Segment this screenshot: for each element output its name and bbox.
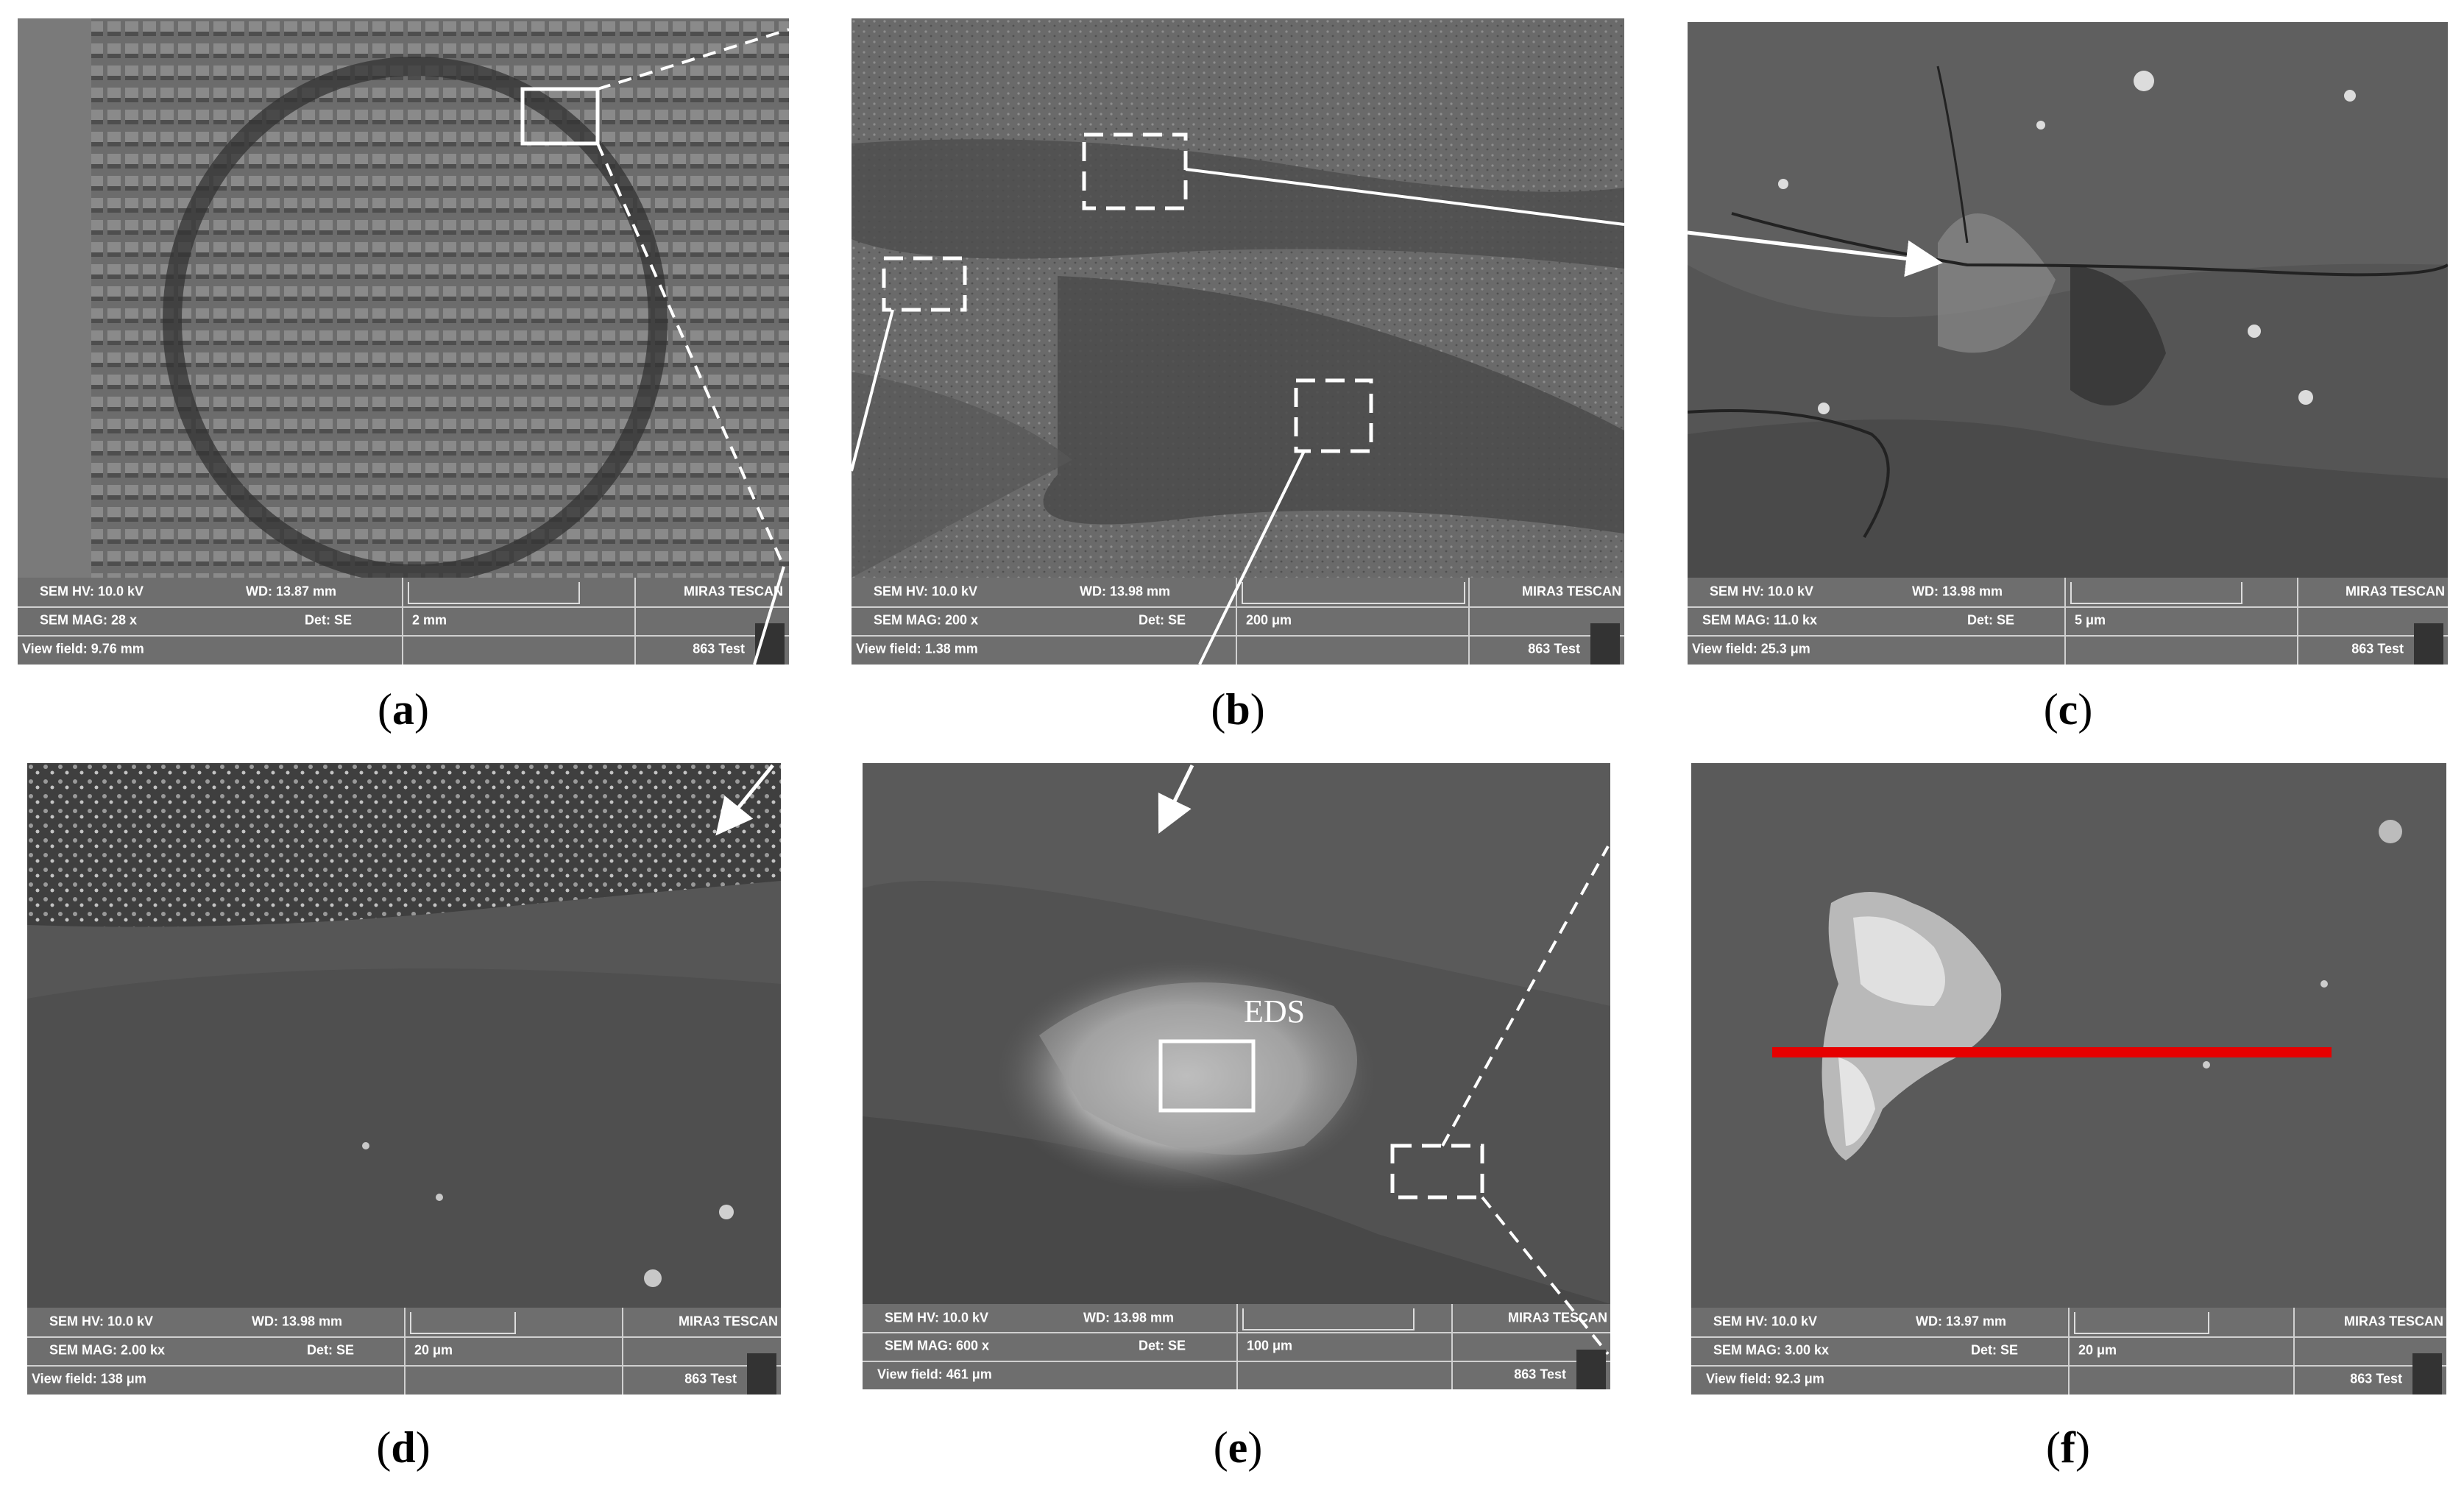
sem-panel-c: SEM HV: 10.0 kV WD: 13.98 mm MIRA3 TESCA… bbox=[1688, 22, 2448, 665]
test-label: 863 Test bbox=[1514, 1367, 1566, 1382]
sem-panel-a: SEM HV: 10.0 kV WD: 13.87 mm MIRA3 TESCA… bbox=[18, 18, 789, 665]
mag-label: SEM MAG: 28 x bbox=[40, 612, 138, 628]
scale-label: 2 mm bbox=[412, 612, 447, 628]
brand-label: MIRA3 TESCAN bbox=[2345, 584, 2445, 599]
view-field-label: View field: 25.3 μm bbox=[1692, 641, 1810, 656]
brand-label: MIRA3 TESCAN bbox=[1507, 1310, 1607, 1325]
view-field-label: View field: 461 μm bbox=[877, 1367, 992, 1382]
brand-label: MIRA3 TESCAN bbox=[1521, 584, 1621, 599]
eds-label: EDS bbox=[1244, 993, 1306, 1030]
wd-label: WD: 13.98 mm bbox=[1912, 584, 2003, 599]
brand-label: MIRA3 TESCAN bbox=[678, 1314, 778, 1329]
scale-bar bbox=[2070, 582, 2242, 604]
wd-label: WD: 13.98 mm bbox=[1083, 1310, 1175, 1325]
caption-e: (e) bbox=[1213, 1423, 1263, 1472]
sem-image-c bbox=[1688, 22, 2448, 578]
det-label: Det: SE bbox=[1971, 1342, 2019, 1358]
mag-label: SEM MAG: 600 x bbox=[885, 1338, 990, 1353]
sem-panel-b: SEM HV: 10.0 kV WD: 13.98 mm MIRA3 TESCA… bbox=[852, 18, 1624, 665]
det-label: Det: SE bbox=[307, 1342, 355, 1358]
sem-image-f bbox=[1691, 763, 2446, 1308]
scale-bar bbox=[408, 582, 580, 604]
test-label: 863 Test bbox=[684, 1371, 737, 1386]
test-label: 863 Test bbox=[2351, 641, 2404, 656]
caption-c: (c) bbox=[2043, 685, 2093, 734]
test-label: 863 Test bbox=[2350, 1371, 2402, 1386]
view-field-label: View field: 138 μm bbox=[32, 1371, 146, 1386]
wd-label: WD: 13.87 mm bbox=[246, 584, 337, 599]
mag-label: SEM MAG: 2.00 kx bbox=[49, 1342, 166, 1358]
mag-label: SEM MAG: 11.0 kx bbox=[1702, 612, 1818, 628]
hv-label: SEM HV: 10.0 kV bbox=[874, 584, 978, 599]
view-field-label: View field: 92.3 μm bbox=[1706, 1371, 1824, 1386]
info-bar-e: SEM HV: 10.0 kV WD: 13.98 mm MIRA3 TESCA… bbox=[863, 1304, 1610, 1389]
brand-label: MIRA3 TESCAN bbox=[683, 584, 783, 599]
info-bar-b: SEM HV: 10.0 kV WD: 13.98 mm MIRA3 TESCA… bbox=[852, 578, 1624, 665]
caption-a: (a) bbox=[378, 685, 429, 734]
test-label: 863 Test bbox=[693, 641, 745, 656]
mag-label: SEM MAG: 200 x bbox=[874, 612, 979, 628]
scale-label: 100 μm bbox=[1247, 1338, 1293, 1353]
info-bar-d: SEM HV: 10.0 kV WD: 13.98 mm MIRA3 TESCA… bbox=[27, 1308, 781, 1395]
tescan-logo bbox=[755, 623, 785, 665]
scale-bar bbox=[410, 1312, 516, 1334]
view-field-label: View field: 1.38 mm bbox=[856, 641, 978, 656]
wd-label: WD: 13.98 mm bbox=[252, 1314, 343, 1329]
sem-panel-d: SEM HV: 10.0 kV WD: 13.98 mm MIRA3 TESCA… bbox=[27, 763, 781, 1395]
test-label: 863 Test bbox=[1528, 641, 1580, 656]
sem-image-b bbox=[852, 18, 1624, 578]
scale-label: 20 μm bbox=[414, 1342, 453, 1358]
tescan-logo bbox=[747, 1353, 776, 1395]
sem-image-d bbox=[27, 763, 781, 1308]
hv-label: SEM HV: 10.0 kV bbox=[885, 1310, 989, 1325]
wd-label: WD: 13.97 mm bbox=[1916, 1314, 2007, 1329]
sem-panel-e: EDS SEM HV: 10.0 kV WD: 13.98 mm MIRA3 T… bbox=[863, 763, 1610, 1389]
det-label: Det: SE bbox=[1139, 612, 1186, 628]
det-label: Det: SE bbox=[1139, 1338, 1186, 1353]
info-bar-a: SEM HV: 10.0 kV WD: 13.87 mm MIRA3 TESCA… bbox=[18, 578, 789, 665]
hv-label: SEM HV: 10.0 kV bbox=[1713, 1314, 1818, 1329]
mag-label: SEM MAG: 3.00 kx bbox=[1713, 1342, 1830, 1358]
sem-image-e bbox=[863, 763, 1610, 1304]
scale-label: 200 μm bbox=[1246, 612, 1292, 628]
caption-b: (b) bbox=[1211, 685, 1265, 734]
hv-label: SEM HV: 10.0 kV bbox=[1710, 584, 1814, 599]
scale-bar bbox=[1242, 582, 1465, 604]
caption-d: (d) bbox=[376, 1423, 431, 1472]
brand-label: MIRA3 TESCAN bbox=[2343, 1314, 2443, 1329]
hv-label: SEM HV: 10.0 kV bbox=[40, 584, 144, 599]
tescan-logo bbox=[1590, 623, 1620, 665]
wd-label: WD: 13.98 mm bbox=[1080, 584, 1171, 599]
tescan-logo bbox=[2414, 623, 2443, 665]
view-field-label: View field: 9.76 mm bbox=[22, 641, 144, 656]
caption-f: (f) bbox=[2046, 1423, 2090, 1472]
info-bar-c: SEM HV: 10.0 kV WD: 13.98 mm MIRA3 TESCA… bbox=[1688, 578, 2448, 665]
info-bar-f: SEM HV: 10.0 kV WD: 13.97 mm MIRA3 TESCA… bbox=[1691, 1308, 2446, 1395]
hv-label: SEM HV: 10.0 kV bbox=[49, 1314, 154, 1329]
det-label: Det: SE bbox=[305, 612, 353, 628]
tescan-logo bbox=[1576, 1350, 1606, 1389]
det-label: Det: SE bbox=[1967, 612, 2015, 628]
scale-bar bbox=[1242, 1308, 1415, 1330]
scale-bar bbox=[2074, 1312, 2209, 1334]
tescan-logo bbox=[2412, 1353, 2442, 1395]
sem-image-a bbox=[18, 18, 789, 578]
sem-panel-f: SEM HV: 10.0 kV WD: 13.97 mm MIRA3 TESCA… bbox=[1691, 763, 2446, 1395]
scale-label: 20 μm bbox=[2078, 1342, 2117, 1358]
scale-label: 5 μm bbox=[2075, 612, 2106, 628]
